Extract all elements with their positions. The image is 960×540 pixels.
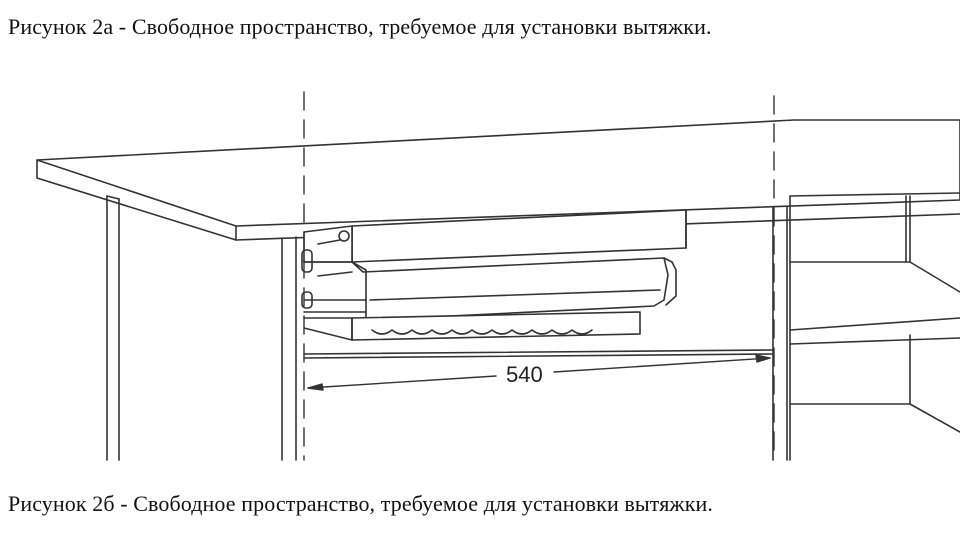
left-cabinet-panel	[106, 195, 297, 461]
dimension-line	[307, 354, 771, 391]
dimension-label: 540	[506, 362, 543, 387]
figure-caption-bottom: Рисунок 2б - Свободное пространство, тре…	[8, 491, 713, 516]
right-cabinet	[772, 192, 960, 461]
shelf	[303, 349, 774, 359]
figure-caption-top: Рисунок 2а - Свободное пространство, тре…	[8, 14, 712, 39]
cooker-hood-unit	[301, 209, 687, 341]
reference-lines	[303, 91, 775, 461]
